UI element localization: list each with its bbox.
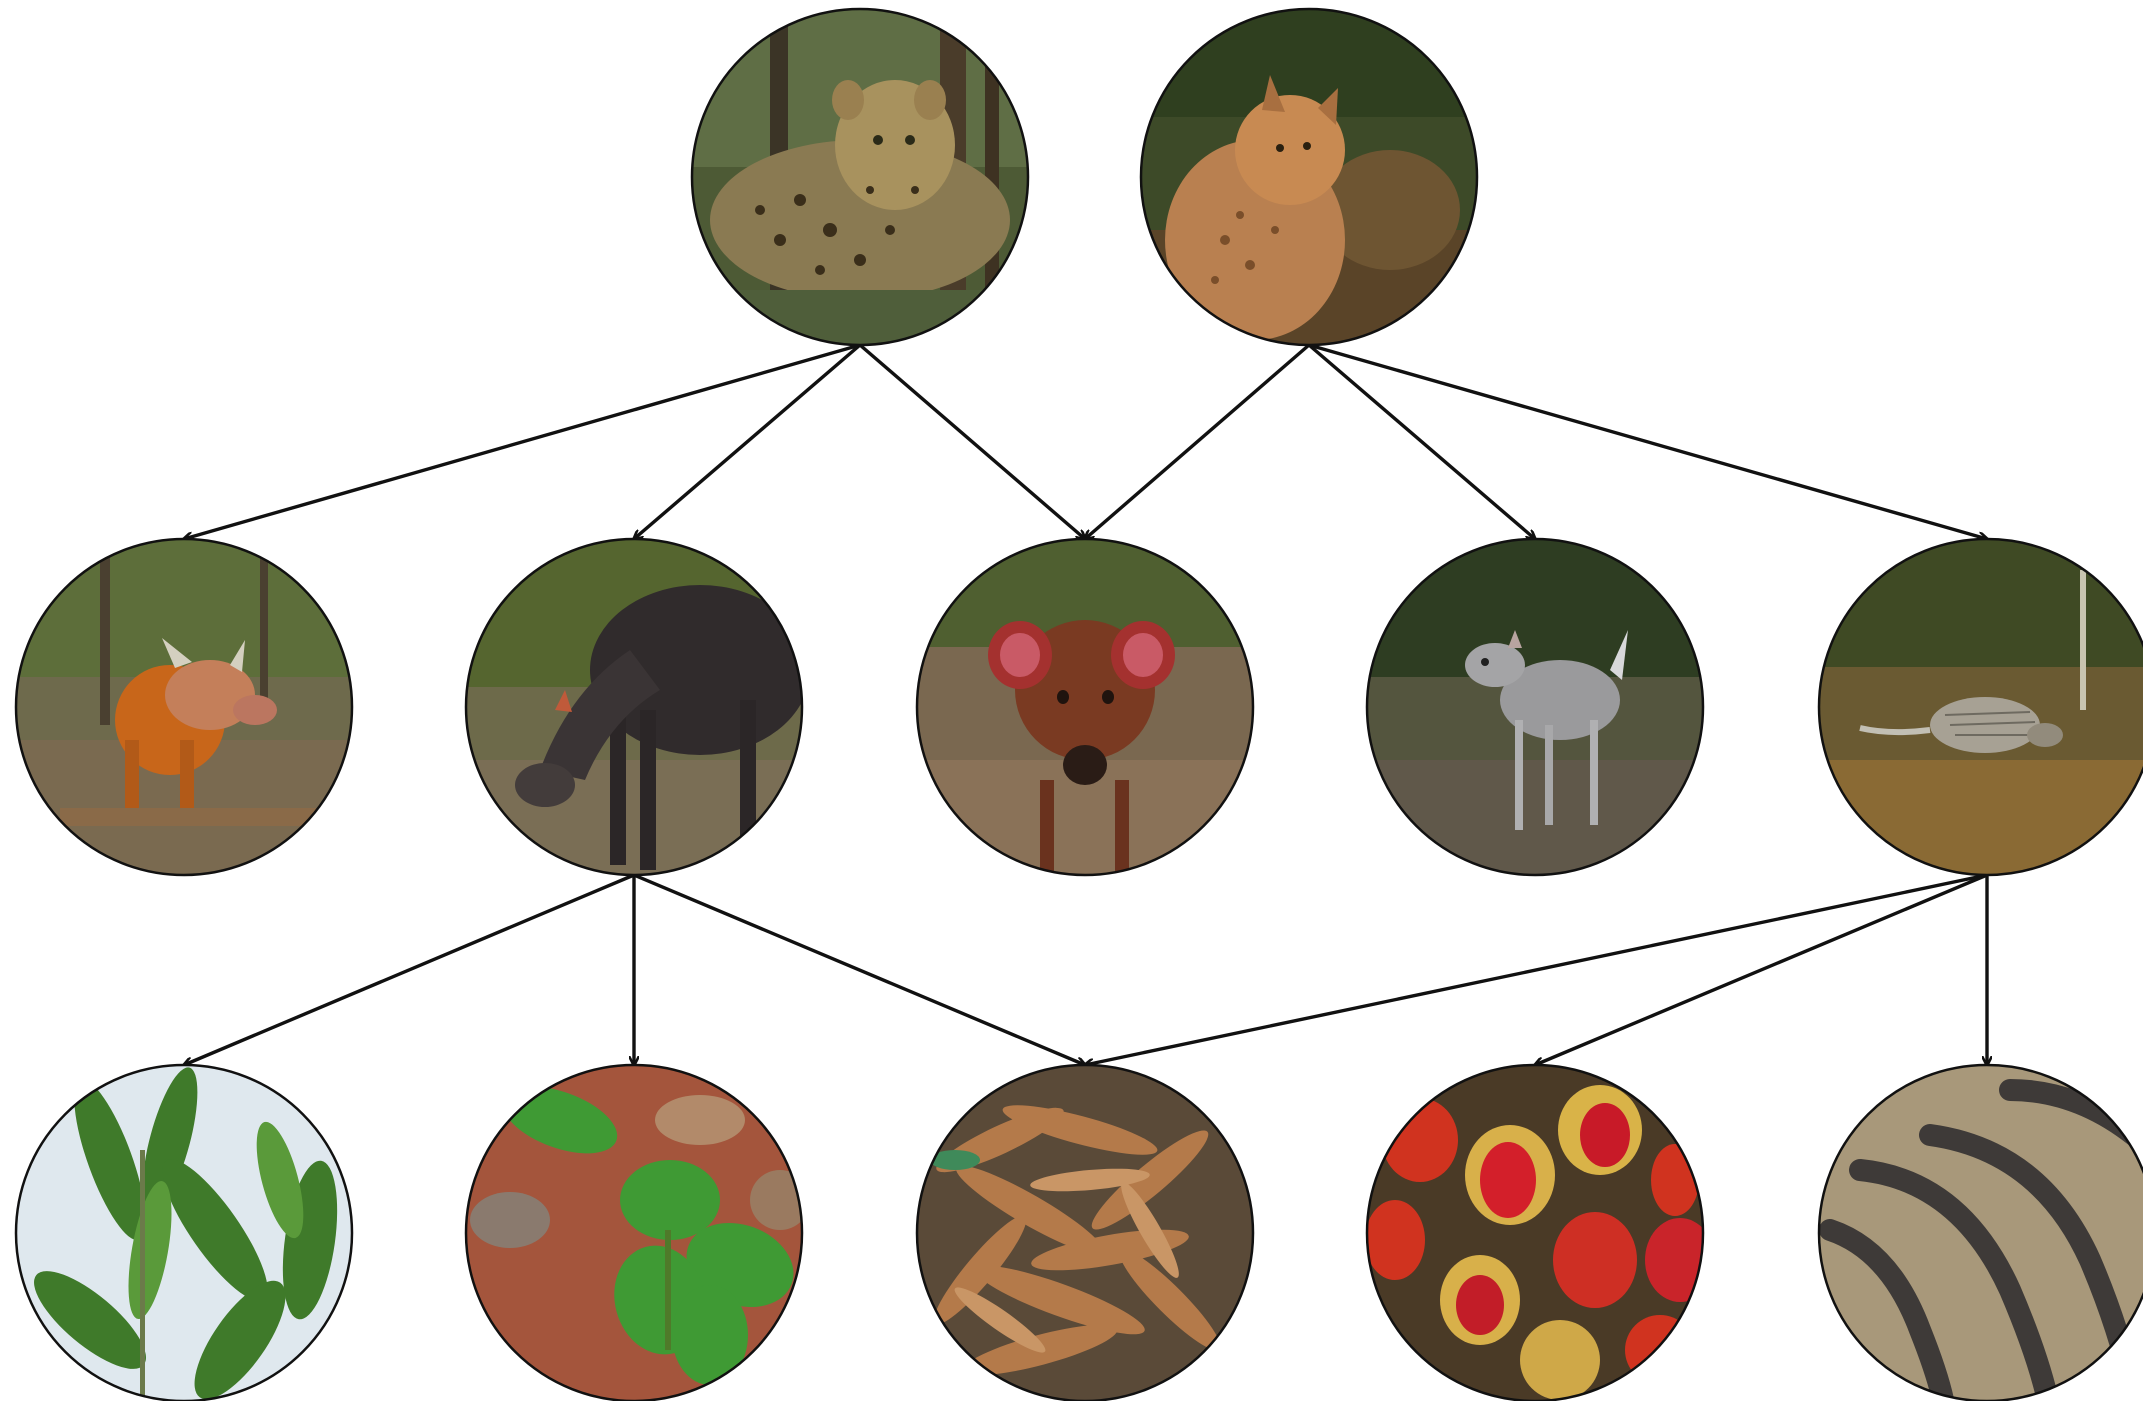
node-brush-tailed-porcupine <box>1817 537 2143 880</box>
edge-golden-cat-to-blue-duiker <box>1309 345 1535 539</box>
edge-yellow-backed-duiker-to-tree-leaves <box>184 875 634 1065</box>
edge-golden-cat-to-brush-tailed-porcupine <box>1309 345 1987 539</box>
edge-leopard-to-yellow-backed-duiker <box>634 345 860 539</box>
edge-yellow-backed-duiker-to-seed-pods <box>634 875 1085 1065</box>
edge-golden-cat-to-red-duiker <box>1085 345 1309 539</box>
edge-leopard-to-red-river-hog <box>184 345 860 539</box>
edge-brush-tailed-porcupine-to-seed-pods <box>1085 875 1987 1065</box>
edge-brush-tailed-porcupine-to-red-fruits <box>1535 875 1987 1065</box>
edge-leopard-to-red-duiker <box>860 345 1085 539</box>
